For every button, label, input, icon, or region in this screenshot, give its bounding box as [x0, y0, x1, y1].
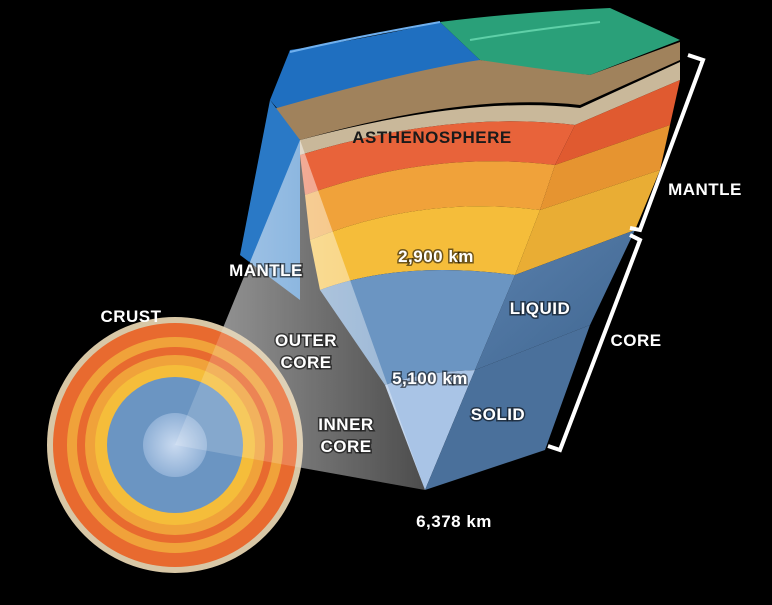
side-upper-mantle [540, 125, 670, 210]
core-bracket [547, 233, 643, 453]
mantle-inner-label: MANTLE [229, 261, 303, 280]
mantle-bracket [629, 53, 706, 233]
asthenosphere-label: ASTHENOSPHERE [352, 128, 512, 147]
outer-core-label-line2: CORE [280, 353, 331, 372]
inner-core-layer [385, 370, 475, 490]
side-lower-mantle [515, 170, 660, 275]
surface-land [440, 8, 680, 75]
inner-core-label-line1: INNER [318, 415, 373, 434]
crust-label: CRUST [100, 307, 161, 326]
inner-core-label-line2: CORE [320, 437, 371, 456]
lower-mantle-layer [310, 206, 540, 290]
outer-core-label-line1: OUTER [275, 331, 337, 350]
depth-6378-label: 6,378 km [416, 512, 492, 531]
mantle-side-label: MANTLE [668, 180, 742, 199]
liquid-label: LIQUID [510, 299, 571, 318]
core-side-label: CORE [610, 331, 661, 350]
earth-cross-section [47, 317, 303, 573]
lithosphere-strip [300, 62, 680, 155]
depth-2900-label: 2,900 km [398, 247, 474, 266]
upper-mantle-layer [305, 161, 555, 240]
solid-label: SOLID [471, 405, 525, 424]
projection-beam-overlay [175, 140, 425, 490]
asthenosphere-layer [300, 121, 575, 195]
side-outer-core [475, 230, 635, 370]
depth-5100-label: 5,100 km [392, 369, 468, 388]
crust-strip [270, 42, 680, 140]
side-inner-core [425, 325, 590, 490]
side-asthenosphere [555, 80, 680, 165]
